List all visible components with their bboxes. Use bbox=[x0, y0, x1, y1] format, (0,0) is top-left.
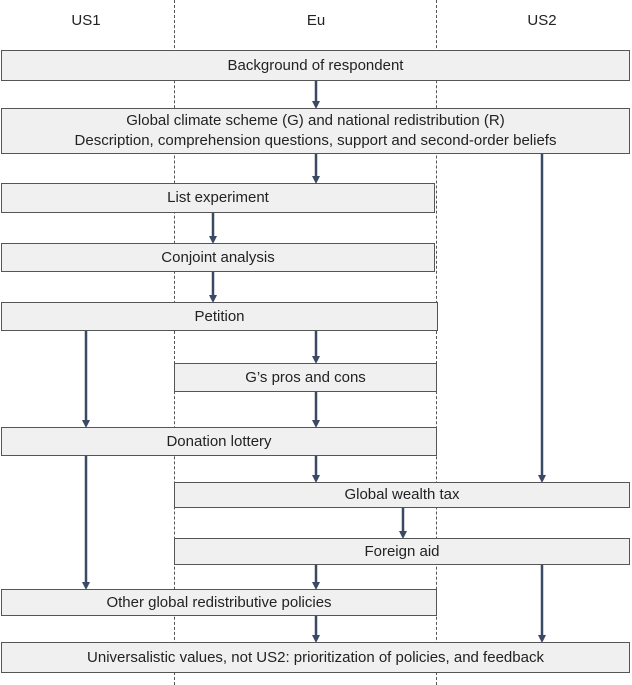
box-label: Global wealth tax bbox=[344, 486, 460, 503]
column-header-eu: Eu bbox=[306, 12, 326, 29]
box-other-global-policies: Other global redistributive policies bbox=[1, 589, 437, 616]
box-conjoint-analysis: Conjoint analysis bbox=[1, 243, 435, 272]
column-header-us2: US2 bbox=[527, 12, 557, 29]
box-petition: Petition bbox=[1, 302, 438, 331]
box-label: Foreign aid bbox=[364, 542, 440, 560]
box-label: Other global redistributive policies bbox=[106, 593, 332, 611]
box-global-climate-scheme: Global climate scheme (G) and national r… bbox=[1, 108, 630, 154]
column-divider-right bbox=[436, 0, 437, 685]
box-label-line2: Description, comprehension questions, su… bbox=[74, 132, 557, 149]
box-foreign-aid: Foreign aid bbox=[174, 538, 630, 565]
box-donation-lottery: Donation lottery bbox=[1, 427, 437, 456]
box-label: Conjoint analysis bbox=[161, 248, 275, 266]
box-list-experiment: List experiment bbox=[1, 183, 435, 213]
box-label: Donation lottery bbox=[166, 432, 272, 450]
box-label: Petition bbox=[194, 307, 245, 325]
box-label: Universalistic values, not US2: prioriti… bbox=[87, 648, 544, 666]
box-label: G’s pros and cons bbox=[245, 368, 366, 386]
box-universalistic-values: Universalistic values, not US2: prioriti… bbox=[1, 642, 630, 673]
column-divider-left bbox=[174, 0, 175, 685]
column-header-us1: US1 bbox=[71, 12, 101, 29]
box-label-line1: Global climate scheme (G) and national r… bbox=[126, 112, 505, 129]
box-label: List experiment bbox=[167, 189, 269, 206]
box-label: Background of respondent bbox=[227, 56, 404, 74]
box-global-wealth-tax: Global wealth tax bbox=[174, 482, 630, 508]
box-background-of-respondent: Background of respondent bbox=[1, 50, 630, 81]
box-pros-and-cons: G’s pros and cons bbox=[174, 363, 437, 392]
